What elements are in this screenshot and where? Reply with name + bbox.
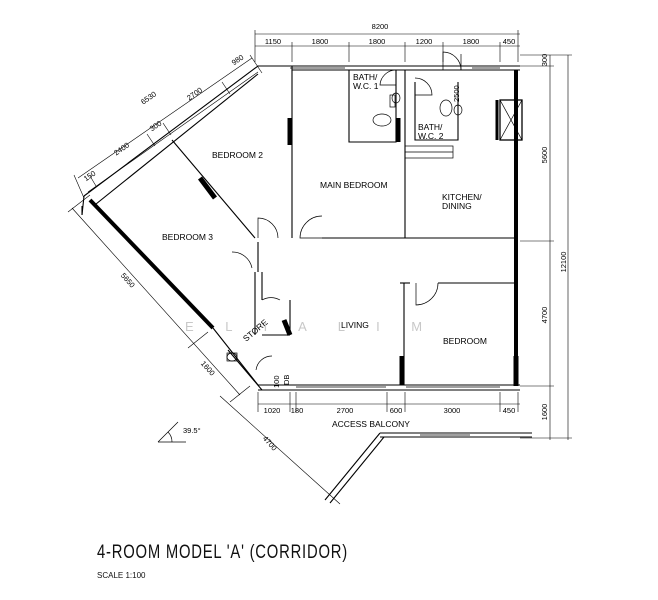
doors bbox=[231, 51, 462, 371]
dim-lower-diag: 4700 bbox=[261, 434, 279, 452]
dim-top-4: 1200 bbox=[416, 37, 433, 46]
label-db-size: 100 bbox=[272, 375, 281, 388]
label-living: LIVING bbox=[341, 320, 369, 330]
label-kitchen-line1: KITCHEN/ bbox=[442, 192, 482, 202]
dim-left-diag: 5650 bbox=[119, 271, 137, 289]
right-dimensions: 300 5600 4700 1600 12100 bbox=[520, 54, 572, 440]
dim-right-small: 300 bbox=[540, 54, 549, 67]
windows bbox=[290, 67, 500, 388]
label-kitchen-line2: DINING bbox=[442, 201, 472, 211]
dim-right-2: 4700 bbox=[540, 307, 549, 324]
label-bedroom: BEDROOM bbox=[443, 336, 487, 346]
dim-top-2: 1800 bbox=[312, 37, 329, 46]
dim-left-small: 1600 bbox=[199, 359, 217, 377]
dim-bottom-4: 600 bbox=[390, 406, 403, 415]
drawing-scale: SCALE 1:100 bbox=[97, 571, 146, 580]
dim-diag-2700: 2700 bbox=[185, 86, 204, 103]
fixtures bbox=[226, 92, 463, 362]
dim-bottom-5: 3000 bbox=[444, 406, 461, 415]
label-main-bedroom: MAIN BEDROOM bbox=[320, 180, 388, 190]
dim-bottom-1: 1020 bbox=[264, 406, 281, 415]
label-bath-wc1-line1: BATH/ bbox=[353, 72, 378, 82]
label-bedroom2: BEDROOM 2 bbox=[212, 150, 263, 160]
dim-right-3: 1600 bbox=[540, 404, 549, 421]
dim-diag-980: 980 bbox=[230, 53, 245, 68]
label-bath1-2500: 2500 bbox=[452, 85, 461, 102]
diagonal-dimensions: 6530 980 2700 300 2400 150 bbox=[73, 53, 263, 199]
label-bedroom3: BEDROOM 3 bbox=[162, 232, 213, 242]
dim-diag-150: 150 bbox=[82, 169, 97, 184]
dim-top-6: 450 bbox=[503, 37, 516, 46]
dim-bottom-2: 180 bbox=[291, 406, 304, 415]
label-bath-wc1-line2: W.C. 1 bbox=[353, 81, 379, 91]
dim-top-3: 1800 bbox=[369, 37, 386, 46]
dim-top-5: 1800 bbox=[463, 37, 480, 46]
dim-bottom-6: 450 bbox=[503, 406, 516, 415]
angle-marker: 39.5° bbox=[157, 421, 201, 443]
dim-right-total: 12100 bbox=[559, 252, 568, 273]
access-balcony bbox=[324, 432, 532, 504]
dim-bottom-3: 2700 bbox=[337, 406, 354, 415]
top-dimensions: 8200 1150 1800 1800 1200 1800 450 bbox=[254, 22, 520, 62]
dim-top-total: 8200 bbox=[372, 22, 389, 31]
interior-walls bbox=[171, 70, 523, 386]
label-db: DB bbox=[282, 375, 291, 385]
watermark: E L I A L I M bbox=[185, 319, 436, 334]
label-access-balcony: ACCESS BALCONY bbox=[332, 419, 410, 429]
label-bath-wc2-line2: W.C. 2 bbox=[418, 131, 444, 141]
left-diagonal-dimension: 5650 1600 bbox=[67, 194, 251, 403]
dim-diag-total: 6530 bbox=[139, 90, 158, 107]
drawing-title: 4-ROOM MODEL 'A' (CORRIDOR) bbox=[97, 542, 348, 563]
angle-label: 39.5° bbox=[183, 426, 201, 435]
bottom-dimensions: 1020 180 2700 600 3000 450 bbox=[257, 392, 520, 415]
label-bath-wc2-line1: BATH/ bbox=[418, 122, 443, 132]
dim-right-1: 5600 bbox=[540, 147, 549, 164]
dim-top-1: 1150 bbox=[265, 37, 281, 46]
